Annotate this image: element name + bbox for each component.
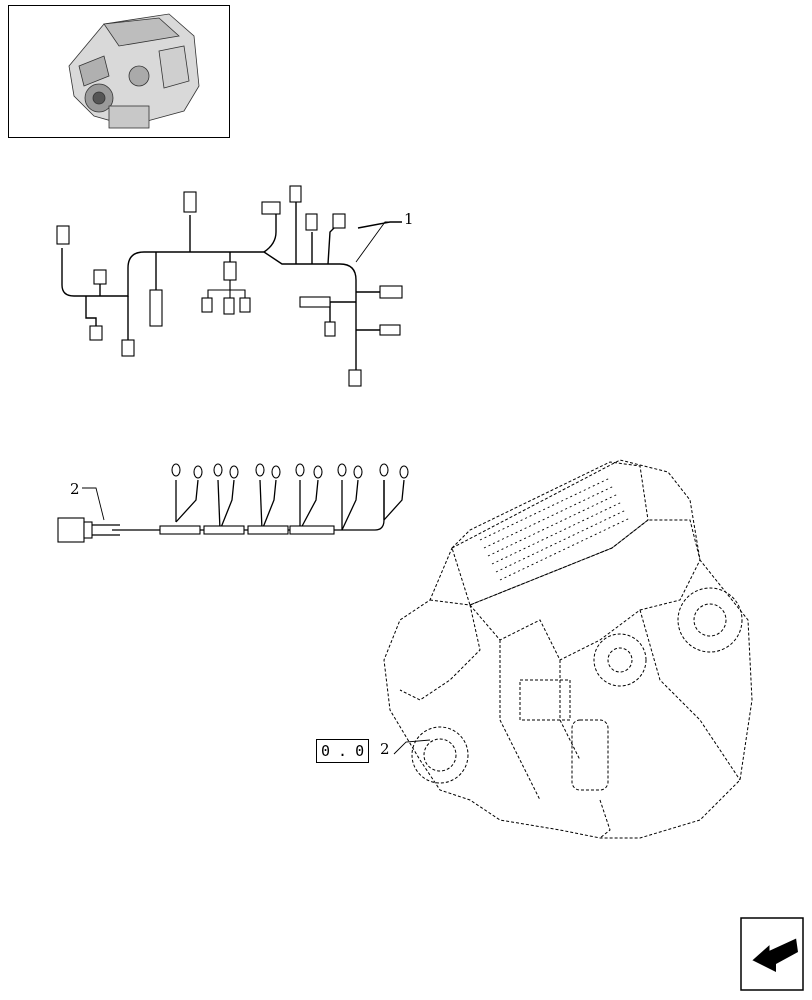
connector-plug [305, 213, 318, 231]
connector-plug [56, 225, 70, 245]
reference-leader [393, 739, 431, 755]
reference-digit: 0 [321, 742, 331, 760]
connector-plug [223, 261, 237, 281]
engine-illustration [383, 459, 753, 839]
connector-plug [121, 339, 135, 357]
next-page-arrow-icon[interactable] [740, 917, 804, 991]
connector-elbow [332, 213, 346, 229]
engine-thumbnail-icon [68, 13, 200, 129]
wiring-harness-2 [82, 479, 405, 536]
harness-2-connectors [57, 463, 409, 543]
connector-sensor [149, 289, 163, 327]
connector-elbow [379, 285, 403, 299]
connector-inline [299, 296, 331, 308]
connector-plug [183, 191, 197, 213]
connector-plug [289, 185, 302, 203]
callout-2: 2 [70, 480, 80, 498]
wiring-harness-1 [61, 195, 402, 375]
connector-plug [201, 297, 213, 313]
reference-digit: 0 [355, 742, 365, 760]
harness-2-main-connector [57, 517, 85, 543]
connector-plug [348, 369, 362, 387]
engine-thumbnail-frame [8, 5, 230, 138]
callout-1: 1 [404, 210, 414, 228]
reference-code-suffix: 2 [380, 740, 390, 758]
connector-plug [379, 324, 401, 336]
harness-1-connectors [56, 185, 403, 387]
ring-terminals [171, 463, 409, 479]
reference-code-box[interactable]: 0 . 0 [316, 739, 370, 763]
connector-elbow [89, 325, 103, 341]
connector-plug [223, 297, 235, 315]
reference-dot: . [338, 742, 348, 760]
connector-plug [93, 269, 107, 285]
connector-elbow [261, 201, 281, 215]
connector-plug [239, 297, 251, 313]
engine-fin-pattern [479, 477, 631, 581]
connector-plug [324, 321, 336, 337]
